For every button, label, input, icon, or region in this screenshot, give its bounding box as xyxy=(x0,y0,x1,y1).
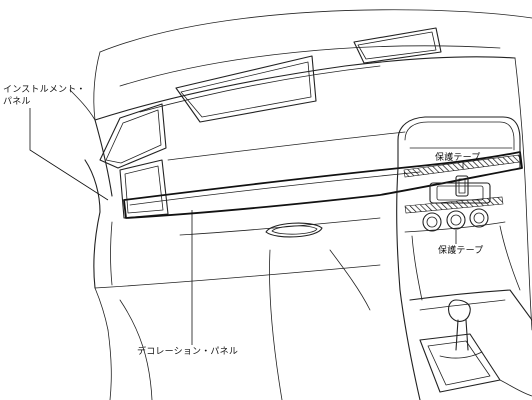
label-protective-tape-lower: 保護テープ xyxy=(438,246,484,256)
label-instrument-panel-line2: パネル xyxy=(3,97,31,107)
label-protective-tape-upper: 保護テープ xyxy=(435,153,481,163)
leader-lines xyxy=(29,108,464,345)
right-door-edge xyxy=(514,57,532,331)
label-decoration-panel: デコレーション・パネル xyxy=(137,347,239,357)
steering-area xyxy=(107,249,283,400)
windshield-outline xyxy=(93,9,532,121)
decoration-panel xyxy=(123,151,523,219)
defroster-vents xyxy=(175,27,442,123)
protective-tape-upper-strip xyxy=(403,154,521,178)
floor-console xyxy=(399,289,532,400)
glove-box xyxy=(179,217,381,311)
protective-tape-lower-strip xyxy=(404,196,504,214)
label-instrument-panel-line1: インストルメント・ xyxy=(3,85,86,95)
left-dashboard-side xyxy=(84,103,381,331)
dashboard-mid-line xyxy=(167,131,406,161)
dashboard-top xyxy=(69,45,516,121)
leader-instrument-panel xyxy=(29,108,109,201)
center-console xyxy=(396,116,521,301)
